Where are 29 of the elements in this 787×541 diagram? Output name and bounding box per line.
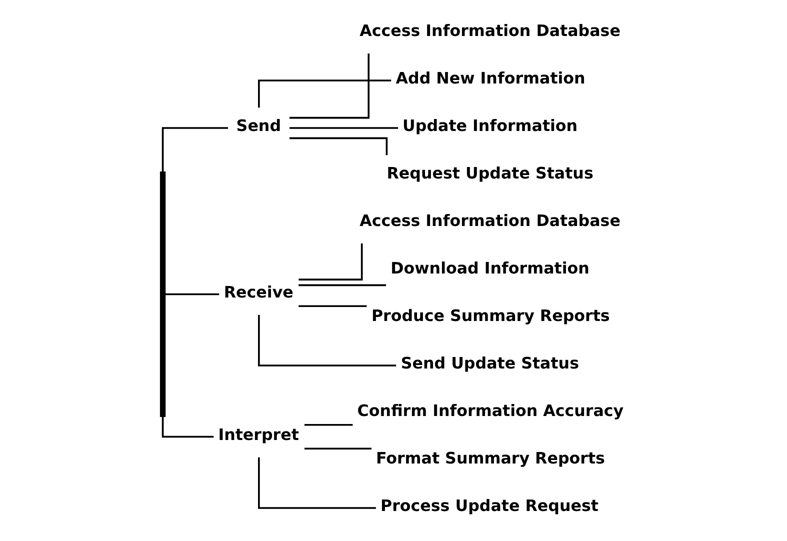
node-text: Send: [236, 116, 282, 136]
connector: [298, 284, 386, 286]
node-text: Add New Information: [396, 68, 586, 88]
connector: [162, 416, 214, 438]
node-text: Update Information: [402, 116, 578, 136]
node-text: Request Update Status: [386, 164, 594, 183]
node-text: Download Information: [390, 258, 590, 278]
node-text: Interpret: [218, 424, 299, 444]
connector: [304, 424, 353, 426]
connector: [162, 127, 228, 172]
node-text: Process Update Request: [380, 496, 599, 516]
node-text: Access Information Database: [360, 21, 620, 40]
connector: [298, 243, 363, 280]
connector: [298, 305, 367, 308]
node-text: Send Update Status: [400, 354, 580, 373]
node-text: Receive: [224, 282, 294, 302]
connector: [258, 457, 376, 509]
connector: [289, 54, 370, 119]
node-text: Access Information Database: [360, 211, 620, 230]
connector: [258, 314, 396, 366]
connector: [290, 137, 388, 156]
connector: [258, 80, 392, 108]
connector: [304, 448, 372, 450]
node-text: Produce Summary Reports: [371, 306, 610, 326]
node-text: Confirm Information Accuracy: [357, 401, 624, 420]
node-bar: [160, 172, 166, 417]
connector: [165, 293, 220, 296]
connector: [290, 127, 398, 129]
node-text: Format Summary Reports: [376, 448, 605, 468]
